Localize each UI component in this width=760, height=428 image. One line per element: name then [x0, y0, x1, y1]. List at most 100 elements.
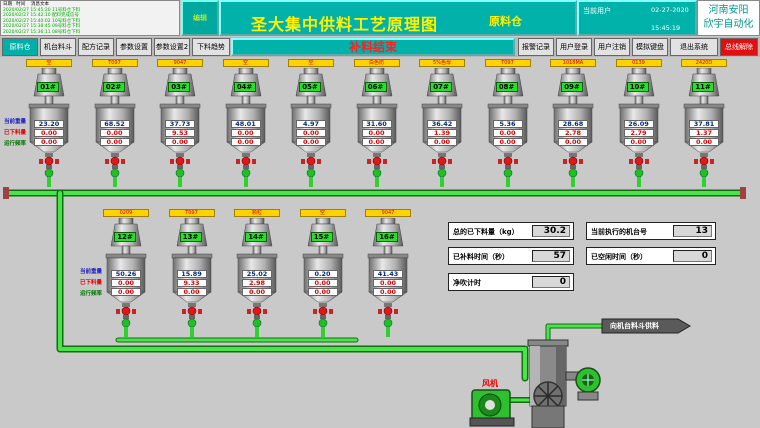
- nav-button-3[interactable]: 参数设置: [116, 38, 152, 56]
- hopper-valve-icon[interactable]: [616, 153, 662, 187]
- total-fed-stat: 总的已下料量（kg） 30.2: [448, 222, 574, 240]
- hopper-valve-icon[interactable]: [419, 153, 465, 187]
- status-banner: 补料结束: [231, 38, 515, 56]
- alarm-log-row[interactable]: 2020/02/27 15:40:02 10号料仓下料: [3, 18, 81, 24]
- total-fed-value: 30.2: [532, 225, 570, 237]
- hopper-run-frequency: 0.00: [34, 138, 64, 146]
- hopper-15[interactable]: 空 15# 0.20 0.00 0.00: [299, 209, 346, 337]
- hopper-material-label: 空: [288, 59, 334, 67]
- hopper-number: 12#: [114, 232, 136, 242]
- hopper-current-weight: 68.52: [99, 120, 130, 128]
- nav-button-2[interactable]: 配方记录: [78, 38, 114, 56]
- hopper-valve-icon[interactable]: [103, 303, 149, 337]
- hopper-04[interactable]: 空 04# 48.01 0.00 0.00: [222, 59, 269, 187]
- hopper-current-weight: 37.81: [689, 120, 719, 128]
- hopper-number: 06#: [364, 82, 387, 92]
- hopper-material-label: 9047: [365, 209, 411, 217]
- hopper-14[interactable]: 颗粒 14# 25.02 2.98 0.00: [234, 209, 280, 337]
- nav-button-1[interactable]: 机台料斗: [40, 38, 76, 56]
- nav-button-5[interactable]: 下料趋势: [192, 38, 230, 56]
- hopper-fed-amount: 9.33: [176, 279, 207, 287]
- hopper-number: 03#: [168, 82, 190, 92]
- hopper-09[interactable]: 1018MA 09# 28.68 2.78 0.00: [550, 59, 596, 187]
- hopper-material-label: 白色防: [353, 59, 400, 67]
- alarm-log-row[interactable]: 2020/02/27 15:45:20 11号料仓下料: [3, 7, 81, 13]
- hopper-fed-amount: 0.00: [361, 129, 392, 137]
- hopper-valve-icon[interactable]: [550, 153, 596, 187]
- hopper-silo-icon: 13# 15.89 9.33 0.00: [169, 218, 215, 303]
- hopper-07[interactable]: 5%色母 07# 36.42 1.39 0.00: [419, 59, 465, 187]
- hopper-silo-icon: 04# 48.01 0.00 0.00: [223, 68, 269, 153]
- legend-row1: 当前重量 已下料量 运行频率: [4, 119, 27, 147]
- hopper-11[interactable]: 2420D 11# 37.81 1.37 0.00: [681, 59, 727, 187]
- hopper-08[interactable]: T097 08# 5.36 0.00 0.00: [484, 59, 531, 187]
- hopper-silo-icon: 14# 25.02 2.98 0.00: [234, 218, 280, 303]
- hopper-fed-amount: 9.53: [165, 129, 195, 137]
- hopper-12[interactable]: 0209 12# 50.26 0.00 0.00: [103, 209, 149, 337]
- alarm-log-row[interactable]: 2020/02/27 15:38:45 09号料仓下料: [3, 24, 81, 29]
- hopper-current-weight: 50.26: [111, 270, 141, 278]
- hopper-fed-amount: 2.79: [623, 129, 654, 137]
- hopper-valve-icon[interactable]: [681, 153, 727, 187]
- hopper-13[interactable]: T097 13# 15.89 9.33 0.00: [168, 209, 215, 337]
- hopper-valve-icon[interactable]: [300, 303, 346, 337]
- nav-right-button-5[interactable]: 总线解除: [720, 38, 758, 56]
- legend-row2: 当前重量 已下料量 运行频率: [80, 269, 103, 297]
- hopper-valve-icon[interactable]: [223, 153, 269, 187]
- hopper-number: 02#: [102, 82, 125, 92]
- hopper-05[interactable]: 空 05# 4.97 0.00 0.00: [288, 59, 334, 187]
- hopper-material-label: 1018MA: [550, 59, 596, 67]
- hopper-valve-icon[interactable]: [157, 153, 203, 187]
- hopper-run-frequency: 0.00: [689, 138, 719, 146]
- nav-button-4[interactable]: 参数设置2: [154, 38, 190, 56]
- edit-button[interactable]: 编辑: [181, 0, 219, 36]
- alarm-log-row[interactable]: 2020/02/27 15:36:11 08号料仓下料: [3, 29, 81, 35]
- hopper-number: 15#: [310, 232, 333, 242]
- hopper-current-weight: 48.01: [230, 120, 261, 128]
- hopper-valve-icon[interactable]: [169, 303, 215, 337]
- purge-timer-value: 0: [532, 276, 570, 288]
- hopper-fed-amount: 1.39: [427, 129, 457, 137]
- hopper-valve-icon[interactable]: [234, 303, 280, 337]
- hopper-02[interactable]: T097 02# 68.52 0.00 0.00: [91, 59, 138, 187]
- hopper-number: 11#: [692, 82, 714, 92]
- hopper-06[interactable]: 白色防 06# 31.60 0.00 0.00: [353, 59, 400, 187]
- alarm-log-table[interactable]: 日期 时间 消息文本 2020/02/27 15:45:20 11号料仓下料 2…: [0, 0, 180, 36]
- alarm-log-row[interactable]: 2020/02/27 15:42:10 配料完成信号: [3, 13, 80, 18]
- nav-right-button-2[interactable]: 用户注销: [594, 38, 630, 56]
- page-subtitle: 原料仓: [489, 15, 522, 28]
- hopper-material-label: 0209: [103, 209, 149, 217]
- hopper-10[interactable]: 0139 10# 26.09 2.79 0.00: [615, 59, 662, 187]
- hopper-03[interactable]: 9047 03# 37.73 9.53 0.00: [157, 59, 203, 187]
- hopper-material-label: T097: [168, 209, 215, 217]
- nav-right-button-0[interactable]: 报警记录: [518, 38, 554, 56]
- nav-right-button-4[interactable]: 退出系统: [670, 38, 718, 56]
- hopper-fed-amount: 0.00: [111, 279, 141, 287]
- hopper-number: 13#: [179, 232, 202, 242]
- hopper-01[interactable]: 空 01# 23.20 0.00 0.00: [26, 59, 72, 187]
- hopper-run-frequency: 0.00: [373, 288, 403, 296]
- idle-time-value: 0: [673, 250, 712, 262]
- hopper-16[interactable]: 9047 16# 41.43 0.00 0.00: [365, 209, 411, 337]
- hopper-valve-icon[interactable]: [92, 153, 138, 187]
- nav-right-button-1[interactable]: 用户登录: [556, 38, 592, 56]
- page-title: 圣大集中供料工艺原理图: [251, 15, 439, 34]
- hopper-material-label: 5%色母: [419, 59, 465, 67]
- hopper-valve-icon[interactable]: [365, 303, 411, 337]
- hopper-valve-icon[interactable]: [288, 153, 334, 187]
- hopper-valve-icon[interactable]: [354, 153, 400, 187]
- nav-right-button-3[interactable]: 模拟键盘: [632, 38, 668, 56]
- idle-time-stat: 已空闲时间（秒） 0: [586, 247, 716, 265]
- hopper-material-label: 颗粒: [234, 209, 280, 217]
- hopper-material-label: 0139: [615, 59, 662, 67]
- hopper-run-frequency: 0.00: [492, 138, 523, 146]
- separator-tank-icon: [527, 339, 569, 428]
- hopper-silo-icon: 16# 41.43 0.00 0.00: [365, 218, 411, 303]
- hopper-valve-icon[interactable]: [485, 153, 531, 187]
- hopper-valve-icon[interactable]: [26, 153, 72, 187]
- hopper-run-frequency: 0.00: [558, 138, 588, 146]
- company-logo: 河南安阳 欣宇自动化: [697, 0, 760, 36]
- hopper-silo-icon: 11# 37.81 1.37 0.00: [681, 68, 727, 153]
- nav-button-0[interactable]: 原料仓: [2, 38, 38, 56]
